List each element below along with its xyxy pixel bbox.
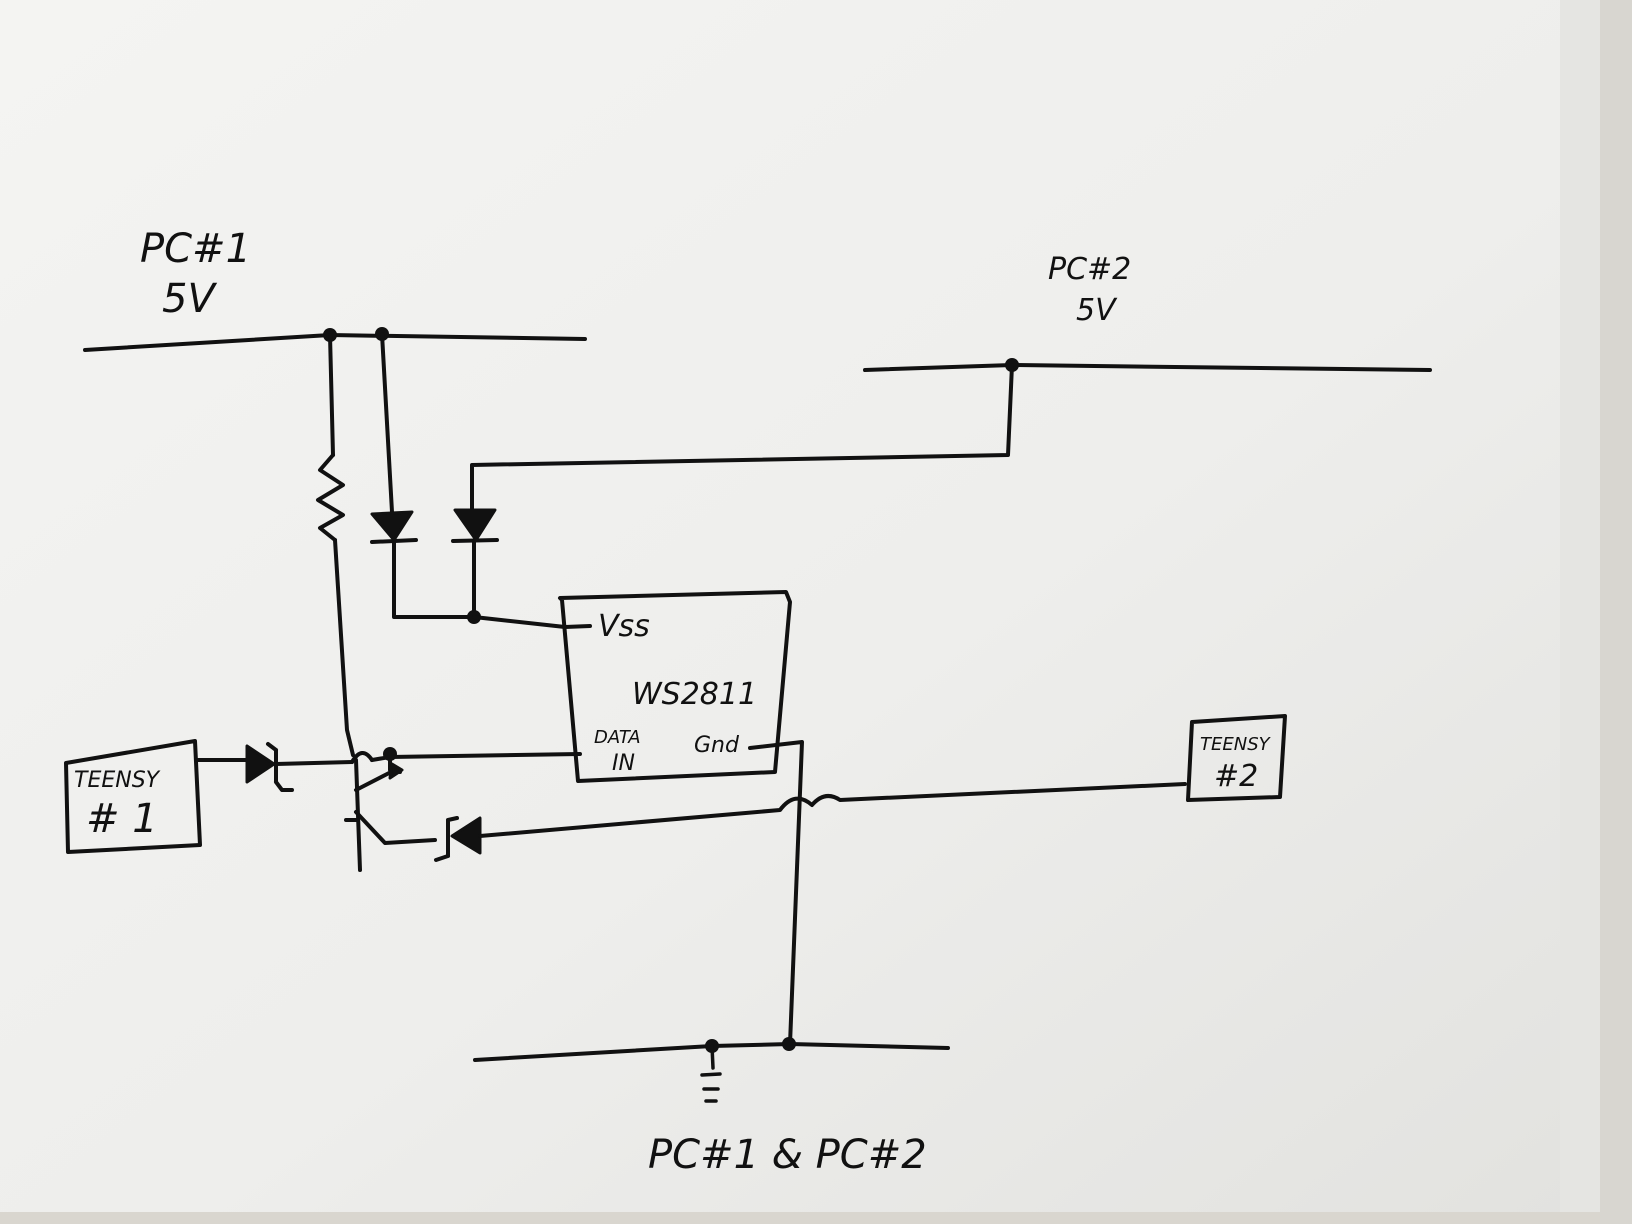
- resistor-top-wire: [328, 333, 335, 457]
- teensy1-box: [64, 739, 202, 854]
- chip-vss-label: Vss: [598, 609, 650, 644]
- ground-label: PC#1 & PC#2: [648, 1132, 927, 1178]
- npn-transistor-icon: [344, 752, 437, 872]
- chip-data-label: DATA: [594, 727, 641, 748]
- teensy2-label-line2: #2: [1214, 759, 1258, 794]
- diode1-top-wire: [380, 332, 394, 514]
- paper-edge-shadow: [1560, 0, 1600, 1212]
- paper-edge: [1600, 0, 1632, 1224]
- zener1-to-node-wire: [274, 760, 354, 766]
- teensy1-label-line2: # 1: [86, 796, 158, 842]
- chip-gnd-wire: [748, 740, 804, 1046]
- pc1-5v-label-line1: PC#1: [140, 226, 251, 272]
- ground-icon: [700, 1044, 722, 1103]
- teensy1-label-line1: TEENSY: [74, 768, 161, 793]
- resistor-icon: [316, 453, 345, 542]
- teensy2-label-line1: TEENSY: [1200, 734, 1272, 755]
- teensy2-box: [1186, 714, 1287, 802]
- ws2811-chip: [558, 590, 792, 783]
- pc1-5v-label-line2: 5V: [162, 276, 217, 322]
- paper-sheet: [0, 0, 1600, 1212]
- chip-in-label: IN: [612, 751, 635, 776]
- chip-name-label: WS2811: [632, 677, 757, 712]
- pc2-feed-wire: [470, 363, 1014, 512]
- resistor-bottom-wire: [333, 538, 355, 757]
- pc2-5v-label-line1: PC#2: [1048, 252, 1131, 287]
- chip-gnd-label: Gnd: [694, 733, 740, 758]
- wire-crossover-1: [350, 751, 374, 764]
- diode1-bottom-wire: [392, 540, 476, 619]
- teensy2-signal-wire: [478, 782, 1187, 838]
- pc2-5v-label-line2: 5V: [1076, 293, 1118, 328]
- zener1-icon: [245, 742, 294, 792]
